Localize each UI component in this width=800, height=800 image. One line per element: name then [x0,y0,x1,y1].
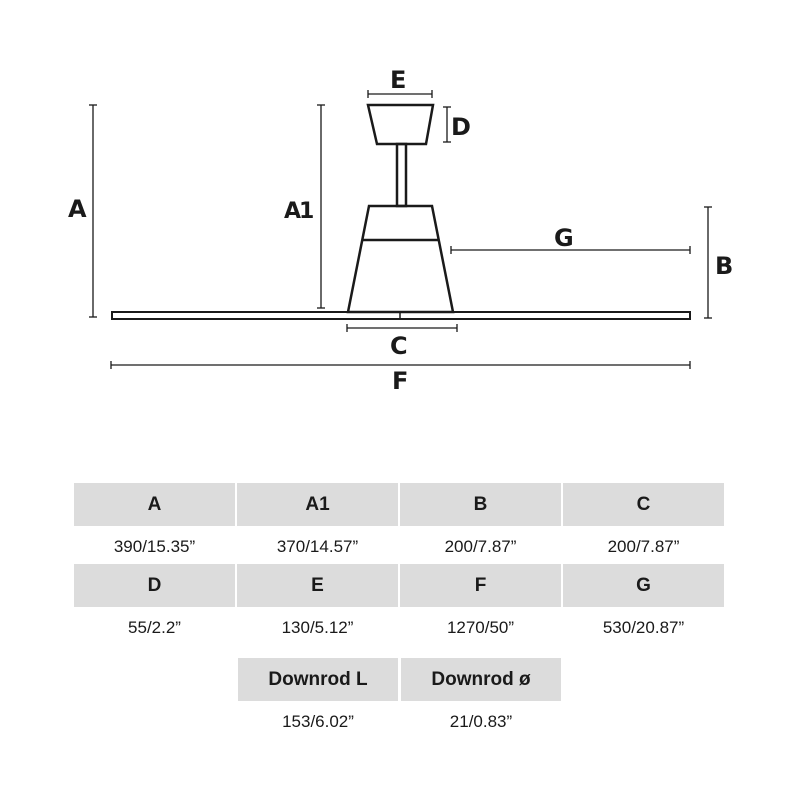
dimension-c [346,324,458,332]
value-e: 130/5.12” [281,618,354,637]
dimension-f [110,361,691,369]
label-b: B [715,252,733,280]
canopy [366,103,435,146]
dimension-b [704,206,712,319]
header-a: A [74,483,235,526]
header-downrod-diameter: Downrod ø [401,658,561,701]
header-a1: A1 [237,483,398,526]
fan-diagram: A A1 E D C F [68,66,733,395]
header-g: G [563,564,724,607]
dimension-e [367,90,433,98]
header-c: C [563,483,724,526]
header-e: E [237,564,398,607]
label-d: D [451,113,471,141]
header-downrod-length: Downrod L [238,658,398,701]
header-b: B [400,483,561,526]
value-d: 55/2.2” [128,618,181,637]
header-f: F [400,564,561,607]
downrod [395,142,408,208]
value-a: 390/15.35” [113,537,196,556]
value-a1: 370/14.57” [276,537,359,556]
label-a: A [68,195,87,223]
value-downrod-length: 153/6.02” [282,712,354,731]
label-c: C [390,332,408,360]
dimension-a1 [317,104,325,309]
dimension-a [89,104,97,318]
label-f: F [392,367,408,395]
dimension-g [450,246,691,254]
label-a1: A1 [284,199,313,224]
label-g: G [554,224,574,252]
dimension-d [443,106,451,143]
value-c: 200/7.87” [607,537,680,556]
value-g: 530/20.87” [602,618,685,637]
value-b: 200/7.87” [444,537,517,556]
blades [111,311,691,320]
motor-housing [346,204,455,314]
label-e: E [390,66,406,94]
header-d: D [74,564,235,607]
value-downrod-diameter: 21/0.83” [449,712,513,731]
value-f: 1270/50” [446,618,515,637]
